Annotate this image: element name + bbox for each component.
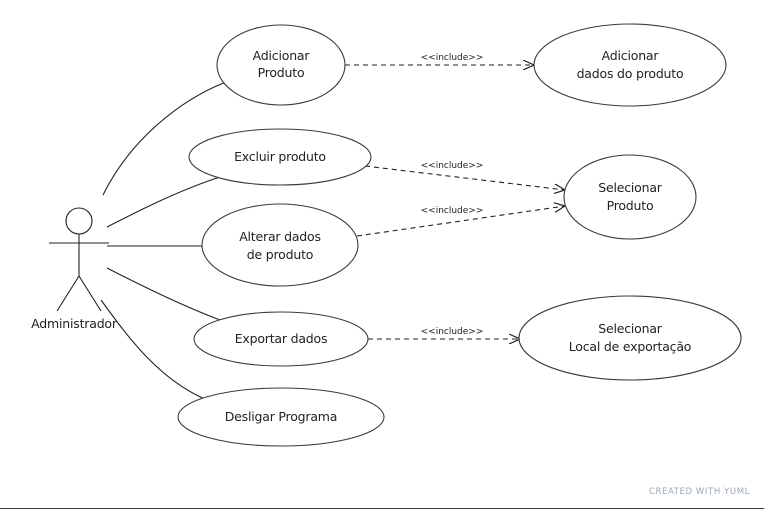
- association-adicionar-produto: [102, 81, 227, 196]
- include-label-adicionar: <<include>>: [421, 53, 484, 63]
- include-label-excluir: <<include>>: [421, 161, 484, 171]
- use-case-label-line: Local de exportação: [569, 339, 692, 354]
- actor-right-leg: [78, 275, 102, 312]
- bottom-divider: [0, 508, 764, 509]
- use-case-selecionar-produto: Selecionar Produto: [563, 154, 697, 240]
- use-case-desligar-programa: Desligar Programa: [177, 387, 385, 447]
- use-case-adicionar-dados: Adicionar dados do produto: [533, 23, 727, 107]
- actor-head: [65, 207, 93, 235]
- use-case-selecionar-local: Selecionar Local de exportação: [518, 295, 742, 381]
- association-excluir-produto: [106, 176, 221, 228]
- include-label-alterar: <<include>>: [421, 206, 484, 216]
- include-label-exportar: <<include>>: [421, 327, 484, 337]
- use-case-label-line: Selecionar: [598, 180, 663, 195]
- association-desligar-programa: [100, 299, 208, 401]
- use-case-label-line: Excluir produto: [234, 149, 326, 164]
- use-case-label-line: Desligar Programa: [225, 409, 337, 424]
- actor-administrador: Administrador: [31, 207, 118, 331]
- use-case-label-line: de produto: [247, 247, 313, 262]
- actor-left-leg: [56, 275, 80, 312]
- use-case-exportar-dados: Exportar dados: [193, 311, 369, 367]
- use-case-label-line: Alterar dados: [239, 229, 321, 244]
- use-case-label-line: dados do produto: [577, 66, 684, 81]
- use-case-alterar-dados: Alterar dados de produto: [201, 203, 359, 287]
- include-arrow-alterar: [356, 206, 565, 237]
- include-arrow-excluir: [364, 165, 565, 190]
- association-exportar-dados: [106, 267, 221, 321]
- use-case-label-line: Adicionar: [602, 48, 660, 63]
- use-case-excluir-produto: Excluir produto: [188, 128, 372, 186]
- use-case-label-line: Adicionar: [253, 48, 311, 63]
- use-case-adicionar-produto: Adicionar Produto: [216, 24, 346, 106]
- actor-label: Administrador: [31, 316, 118, 331]
- use-case-label-line: Exportar dados: [235, 331, 328, 346]
- created-with-yuml-credit: CREATED WITH YUML: [648, 487, 750, 497]
- use-case-label-line: Produto: [607, 198, 654, 213]
- use-case-label-line: Selecionar: [598, 321, 663, 336]
- use-case-label-line: Produto: [258, 65, 305, 80]
